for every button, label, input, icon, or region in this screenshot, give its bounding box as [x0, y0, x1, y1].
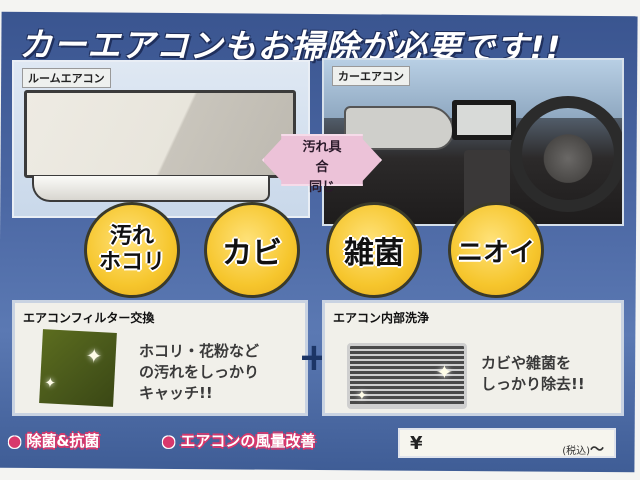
feature-sterilization: ● 除菌&抗菌 — [8, 430, 99, 451]
filter-illustration: ✦ ✦ — [39, 329, 117, 407]
evaporator-illustration: ✦ ✦ — [347, 343, 467, 409]
bullet-icon: ● — [8, 432, 22, 450]
problem-badge-bacteria: 雑菌 — [326, 202, 422, 298]
problem-label: 汚れ — [109, 224, 154, 249]
price-suffix: 〜 — [590, 442, 604, 458]
double-arrow-icon — [262, 134, 382, 186]
problem-badge-mold: カビ — [204, 202, 300, 298]
sparkle-icon: ✦ — [356, 388, 368, 404]
feature-label: 除菌&抗菌 — [26, 432, 100, 450]
problem-label: 雑菌 — [344, 236, 404, 271]
room-aircon-label: ルームエアコン — [22, 68, 111, 88]
problem-label: ニオイ — [456, 237, 535, 268]
car-display-screen — [452, 100, 516, 140]
interior-wash-description: カビや雑菌を しっかり除去!! — [481, 354, 585, 393]
problem-badge-dirt-dust: 汚れ ホコリ — [84, 202, 180, 298]
aircon-louver — [32, 176, 270, 202]
problem-badge-odor: ニオイ — [448, 202, 544, 298]
car-aircon-label: カーエアコン — [332, 66, 410, 86]
feature-label: エアコンの風量改善 — [180, 432, 316, 450]
interior-wash-box: エアコン内部洗浄 ✦ ✦ カビや雑菌を しっかり除去!! — [322, 300, 624, 416]
comparison-line2: 同じ — [308, 180, 335, 195]
feature-airflow-improvement: ● エアコンの風量改善 — [162, 430, 315, 451]
sparkle-icon: ✦ — [85, 343, 104, 369]
problem-label: ホコリ — [98, 250, 165, 275]
car-aircon-panel: カーエアコン — [322, 58, 624, 226]
room-aircon-panel: ルームエアコン — [12, 60, 310, 218]
price-box: ¥ (税込)〜 — [398, 428, 616, 458]
problem-label: カビ — [222, 236, 282, 271]
bullet-icon: ● — [162, 432, 176, 450]
comparison-badge: 汚れ具合 同じ — [300, 138, 344, 198]
interior-wash-title: エアコン内部洗浄 — [333, 311, 430, 325]
sparkle-icon: ✦ — [43, 375, 57, 392]
yen-symbol: ¥ — [410, 433, 423, 454]
tax-included-note: (税込)〜 — [562, 442, 604, 458]
filter-replacement-box: エアコンフィルター交換 ✦ ✦ ホコリ・花粉など の汚れをしっかり キャッチ!! — [12, 300, 308, 416]
comparison-line1: 汚れ具合 — [302, 140, 342, 175]
filter-replacement-title: エアコンフィルター交換 — [23, 311, 155, 325]
sparkle-icon: ✦ — [436, 360, 453, 384]
steering-wheel-icon — [510, 96, 622, 212]
room-aircon-illustration — [24, 90, 296, 178]
filter-description: ホコリ・花粉など の汚れをしっかり キャッチ!! — [139, 342, 260, 402]
